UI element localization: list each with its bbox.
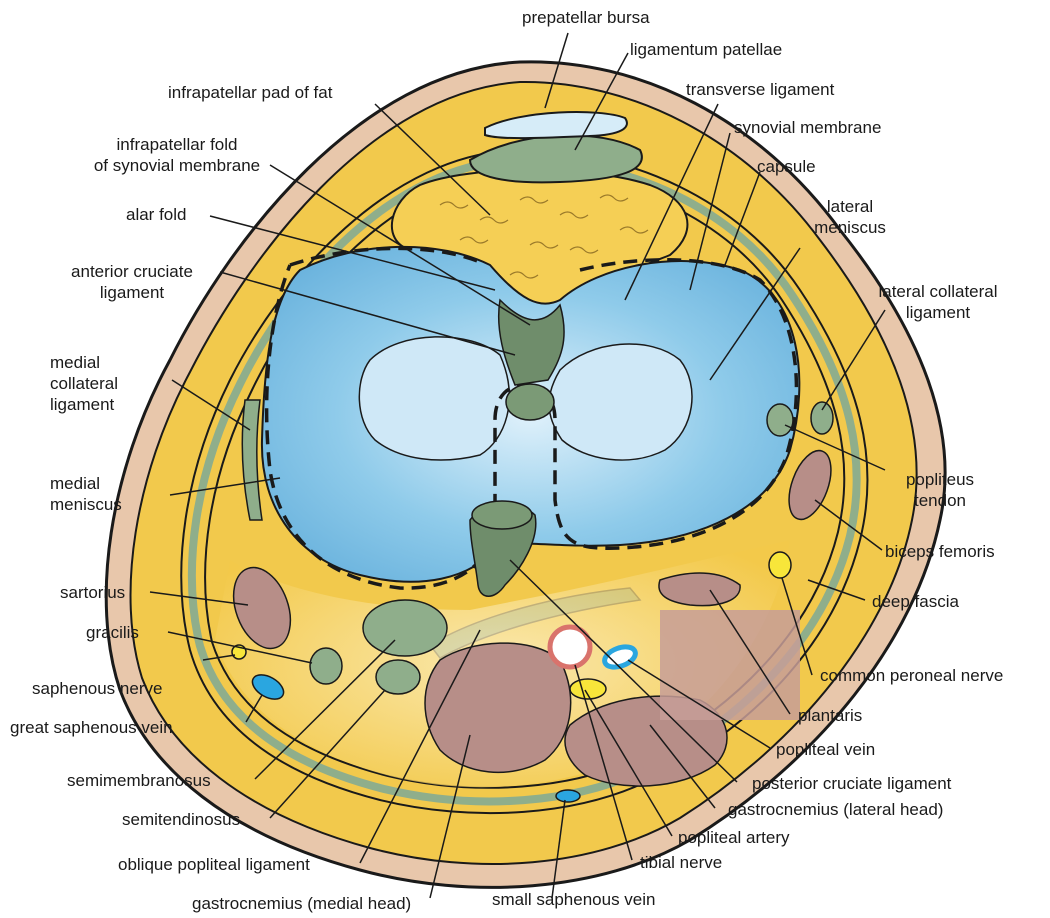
label-popliteal-vein: popliteal vein [776,740,875,760]
label-capsule: capsule [757,157,816,177]
popliteus-tendon [767,404,793,436]
semitendinosus [376,660,420,694]
label-lcl-2: ligament [848,303,1028,323]
label-semimembranosus: semimembranosus [67,771,211,791]
label-lcl-1: lateral collateral [848,282,1028,302]
label-semitendinosus: semitendinosus [122,810,240,830]
label-acl-2: ligament [52,283,212,303]
label-common-peroneal: common peroneal nerve [820,666,1003,686]
gracilis [310,648,342,684]
acl-stump [506,384,554,420]
label-ligamentum-patellae: ligamentum patellae [630,40,782,60]
label-prepatellar-bursa: prepatellar bursa [522,8,650,28]
label-popliteus-1: popliteus [890,470,990,490]
label-gastrocnemius-medial: gastrocnemius (medial head) [192,894,411,914]
label-acl-1: anterior cruciate [52,262,212,282]
pcl-stump [472,501,532,529]
lateral-collateral-ligament [811,402,833,434]
label-mcl-2: collateral [50,374,118,394]
medial-plateau-inner [359,337,509,460]
label-small-saphenous-vein: small saphenous vein [492,890,655,910]
label-popliteal-artery: popliteal artery [678,828,790,848]
label-infrapatellar-fold-2: of synovial membrane [62,156,292,176]
label-lateral-meniscus-2: meniscus [800,218,900,238]
label-sartorius: sartorius [60,583,125,603]
label-biceps-femoris: biceps femoris [885,542,995,562]
lateral-plateau-inner [549,344,692,460]
label-great-saphenous-vein: great saphenous vein [10,718,173,738]
label-gastrocnemius-lateral: gastrocnemius (lateral head) [728,800,943,820]
label-infrapatellar-fold-1: infrapatellar fold [62,135,292,155]
label-oblique-popliteal: oblique popliteal ligament [118,855,310,875]
gastrocnemius-medial-head [425,643,571,772]
label-mcl-3: ligament [50,395,114,415]
label-lateral-meniscus-1: lateral [800,197,900,217]
common-peroneal-nerve [769,552,791,578]
lateral-muscle-block [660,610,800,720]
label-popliteus-2: tendon [890,491,990,511]
label-transverse-ligament: transverse ligament [686,80,834,100]
plantaris [659,573,740,606]
label-synovial-membrane: synovial membrane [734,118,881,138]
label-medial-meniscus-2: meniscus [50,495,122,515]
label-alar-fold: alar fold [126,205,186,225]
label-tibial-nerve: tibial nerve [640,853,722,873]
label-pcl: posterior cruciate ligament [752,774,951,794]
label-deep-fascia: deep fascia [872,592,959,612]
label-gracilis: gracilis [86,623,139,643]
label-saphenous-nerve: saphenous nerve [32,679,162,699]
label-infrapatellar-pad: infrapatellar pad of fat [168,83,332,103]
label-mcl-1: medial [50,353,100,373]
small-saphenous-vein [556,790,580,802]
label-plantaris: plantaris [798,706,862,726]
label-medial-meniscus-1: medial [50,474,100,494]
semimembranosus [363,600,447,656]
